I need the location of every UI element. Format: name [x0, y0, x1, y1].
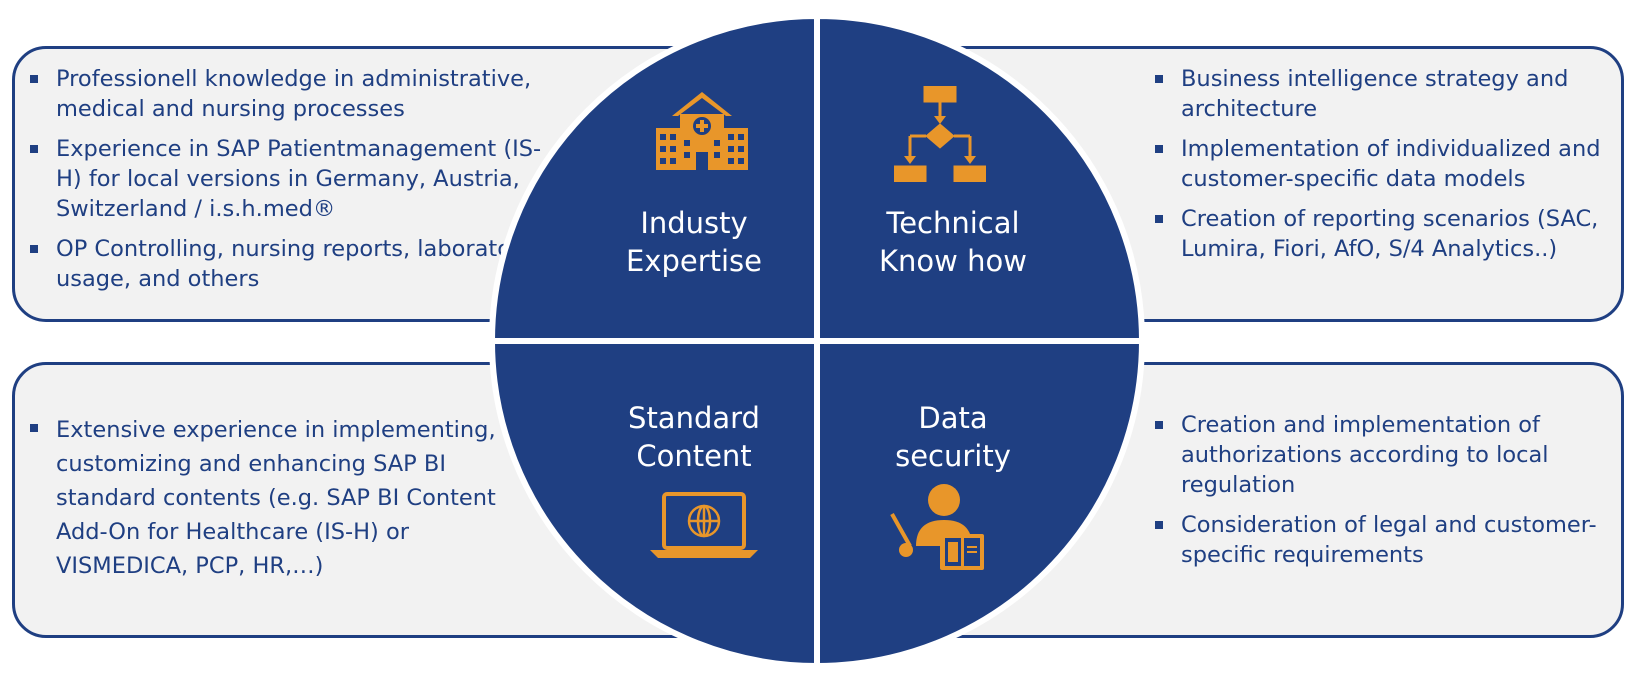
- standard-content-list: Extensive experience in implementing, cu…: [26, 413, 536, 593]
- label-line: Content: [636, 439, 752, 473]
- data-security-list: Creation and implementation of authoriza…: [1151, 410, 1621, 580]
- label-line: Technical: [886, 206, 1020, 240]
- list-item: Business intelligence strategy and archi…: [1151, 64, 1621, 124]
- standard-content-label: Standard Content: [579, 399, 809, 475]
- data-security-label: Data security: [838, 399, 1068, 475]
- list-item: Professionell knowledge in administrativ…: [26, 64, 556, 124]
- list-item: Creation and implementation of authoriza…: [1151, 410, 1621, 500]
- standard-quadrant: [488, 338, 820, 670]
- industry-expertise-label: Industy Expertise: [579, 204, 809, 280]
- label-line: security: [895, 439, 1011, 473]
- label-line: Know how: [879, 244, 1027, 278]
- industry-expertise-list: Professionell knowledge in administrativ…: [26, 64, 556, 304]
- security-quadrant: [814, 338, 1146, 670]
- technical-know-how-list: Business intelligence strategy and archi…: [1151, 64, 1621, 274]
- list-item: OP Controlling, nursing reports, laborat…: [26, 234, 556, 294]
- label-line: Expertise: [625, 244, 763, 278]
- laptop-globe-icon: [650, 492, 758, 558]
- list-item: Implementation of individualized and cus…: [1151, 134, 1621, 194]
- list-item: Creation of reporting scenarios (SAC, Lu…: [1151, 204, 1621, 264]
- flowchart-icon: [894, 86, 986, 182]
- list-item: Consideration of legal and customer-spec…: [1151, 510, 1621, 570]
- hospital-icon: [656, 92, 748, 170]
- label-line: Data: [918, 401, 988, 435]
- label-line: Standard: [628, 401, 760, 435]
- list-item: Extensive experience in implementing, cu…: [26, 413, 536, 583]
- technical-know-how-label: Technical Know how: [838, 204, 1068, 280]
- teacher-presentation-icon: [890, 484, 984, 570]
- industry-quadrant: [488, 12, 820, 344]
- label-line: Industy: [640, 206, 748, 240]
- list-item: Experience in SAP Patientmanagement (IS-…: [26, 134, 556, 224]
